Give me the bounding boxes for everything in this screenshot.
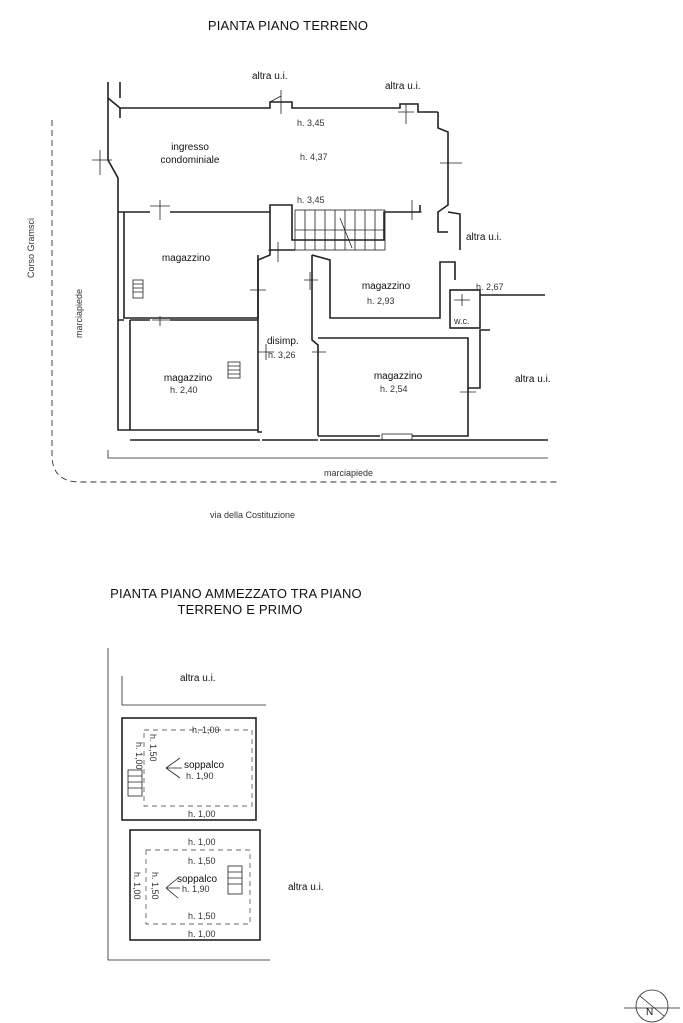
room-soppalco-label: soppalco [184, 760, 224, 771]
height-label: h. 1,00 [134, 742, 144, 770]
mezzanine-labels: altra u.i. altra u.i. h. 1,00 h. 1,50 h.… [132, 673, 324, 939]
sidewalk-label: marciapiede [324, 468, 373, 478]
height-label: h. 1,50 [148, 734, 158, 762]
label-altra-ui: altra u.i. [180, 673, 216, 684]
height-label: h. 1,50 [188, 856, 216, 866]
room-ingresso-label: ingresso [171, 142, 209, 153]
height-label: h. 3,26 [268, 350, 296, 360]
room-magazzino-label: magazzino [162, 253, 211, 264]
height-label: h. 1,00 [192, 725, 220, 735]
room-ingresso-label-2: condominiale [161, 155, 220, 166]
mezzanine-title-2: TERRENO E PRIMO [177, 602, 302, 617]
room-soppalco-label: soppalco [177, 874, 217, 885]
label-altra-ui: altra u.i. [252, 71, 288, 82]
room-magazzino-label: magazzino [164, 373, 213, 384]
street-label-corso: Corso Gramsci [26, 218, 36, 278]
height-label: h. 1,00 [188, 929, 216, 939]
height-label: h. 2,93 [367, 296, 395, 306]
height-label: h. 3,45 [297, 195, 325, 205]
height-label: h. 1,90 [182, 884, 210, 894]
ground-floor-walls [92, 82, 548, 441]
room-magazzino-label: magazzino [374, 371, 423, 382]
north-letter: N [646, 1007, 653, 1018]
height-label: h. 1,50 [188, 911, 216, 921]
sidewalk-label: marciapiede [74, 289, 84, 338]
height-label: h. 2,67 [476, 282, 504, 292]
north-arrow-icon: N [624, 989, 680, 1023]
mezzanine-walls [107, 648, 270, 961]
mezzanine-title: PIANTA PIANO AMMEZZATO TRA PIANO [110, 586, 362, 601]
height-label: h. 1,00 [188, 809, 216, 819]
label-altra-ui: altra u.i. [385, 81, 421, 92]
height-label: h. 1,50 [150, 872, 160, 900]
height-label: h. 1,00 [188, 837, 216, 847]
label-altra-ui: altra u.i. [466, 232, 502, 243]
room-disimp-label: disimp. [267, 336, 299, 347]
room-magazzino-label: magazzino [362, 281, 411, 292]
street-label-via: via della Costituzione [210, 510, 295, 520]
label-altra-ui: altra u.i. [515, 374, 551, 385]
street-edges [51, 82, 560, 483]
height-label: h. 1,00 [132, 872, 142, 900]
label-altra-ui: altra u.i. [288, 882, 324, 893]
height-label: h. 2,54 [380, 384, 408, 394]
ground-floor-title: PIANTA PIANO TERRENO [208, 18, 368, 33]
height-label: h. 3,45 [297, 118, 325, 128]
height-label: h. 1,90 [186, 771, 214, 781]
height-label: h. 4,37 [300, 152, 328, 162]
ground-floor-labels: altra u.i. altra u.i. altra u.i. altra u… [26, 71, 551, 520]
height-label: h. 2,40 [170, 385, 198, 395]
room-wc-label: w.c. [453, 316, 470, 326]
